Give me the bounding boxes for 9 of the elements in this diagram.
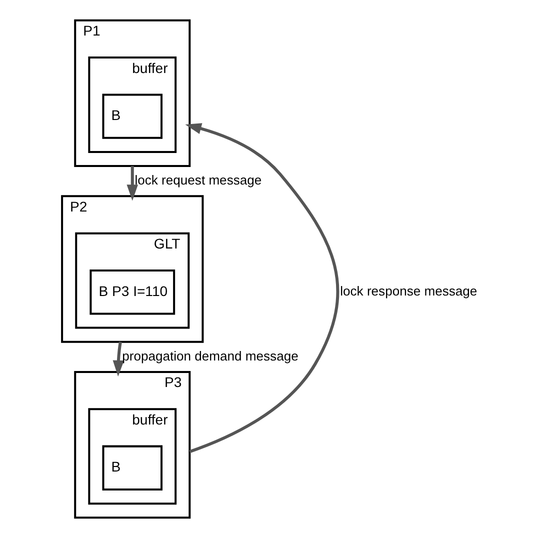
node-box: B: [102, 445, 162, 491]
edge-label: lock request message: [134, 172, 262, 188]
edge-label: propagation demand message: [122, 348, 298, 364]
arrow: [184, 123, 339, 454]
edge-label: lock response message: [340, 284, 477, 299]
node-box: B P3 I=110: [89, 270, 175, 315]
arrow: [126, 166, 138, 201]
node-box: B: [102, 94, 162, 139]
arrow: [112, 342, 124, 377]
